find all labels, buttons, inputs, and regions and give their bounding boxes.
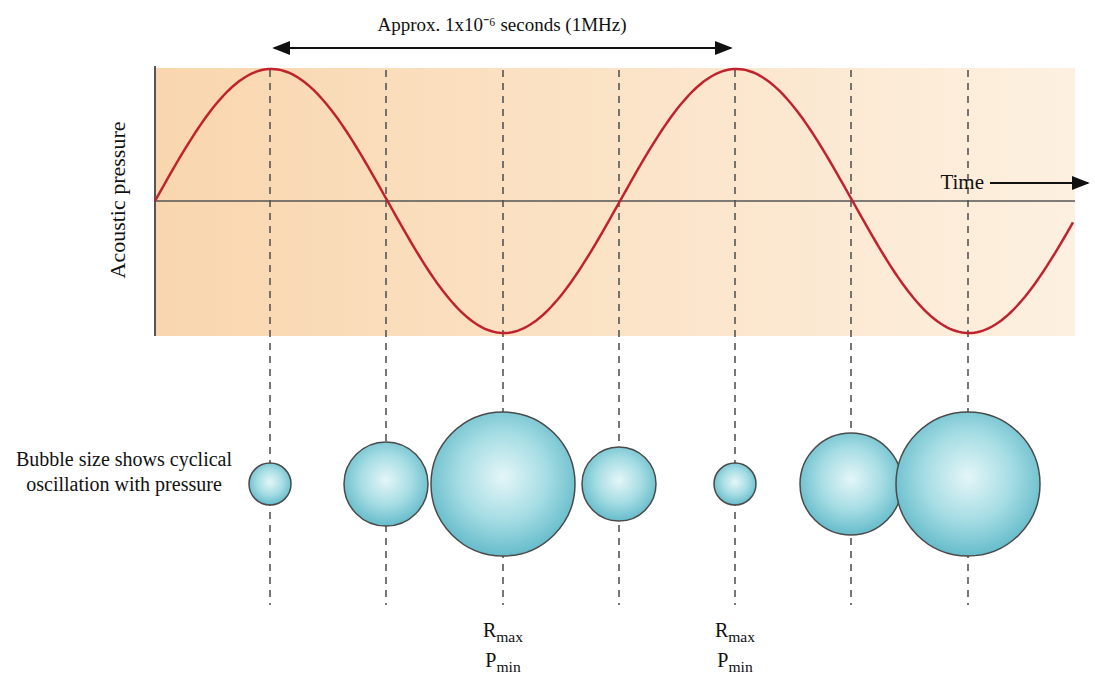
symbol-label: Pmin <box>717 648 752 672</box>
symbol-letter: P <box>717 649 728 671</box>
symbol-label: Rmax <box>715 618 755 642</box>
bubble <box>896 412 1040 556</box>
description-note: Bubble size shows cyclical oscillation w… <box>4 447 244 497</box>
symbol-letter: R <box>715 619 728 641</box>
pressure-wave <box>155 69 1073 333</box>
time-marker <box>269 70 271 605</box>
time-marker <box>734 70 736 605</box>
bubble <box>800 433 902 535</box>
axis-title: Time <box>940 170 984 195</box>
time-axis <box>155 200 1075 202</box>
time-markers <box>270 70 968 605</box>
time-marker <box>618 70 620 605</box>
symbol-subscript: min <box>728 658 752 675</box>
bubbles <box>249 412 1040 556</box>
symbol-subscript: max <box>728 628 755 645</box>
time-arrow <box>990 182 1088 184</box>
symbol-letter: R <box>483 619 496 641</box>
symbol-label: Rmax <box>483 618 523 642</box>
bubble <box>344 442 428 526</box>
bubble <box>431 412 575 556</box>
symbol-subscript: min <box>496 658 520 675</box>
bubble <box>582 447 656 521</box>
symbol-subscript: max <box>496 628 523 645</box>
period-arrow <box>274 47 731 49</box>
symbol-label: Pmin <box>485 648 520 672</box>
period-label: Approx. 1x10⁻⁶ seconds (1MHz) <box>377 14 626 37</box>
bubble <box>714 463 756 505</box>
plot-background <box>155 68 1075 336</box>
axis-title: Acoustic pressure <box>105 121 131 278</box>
symbol-letter: P <box>485 649 496 671</box>
bubble <box>249 463 291 505</box>
